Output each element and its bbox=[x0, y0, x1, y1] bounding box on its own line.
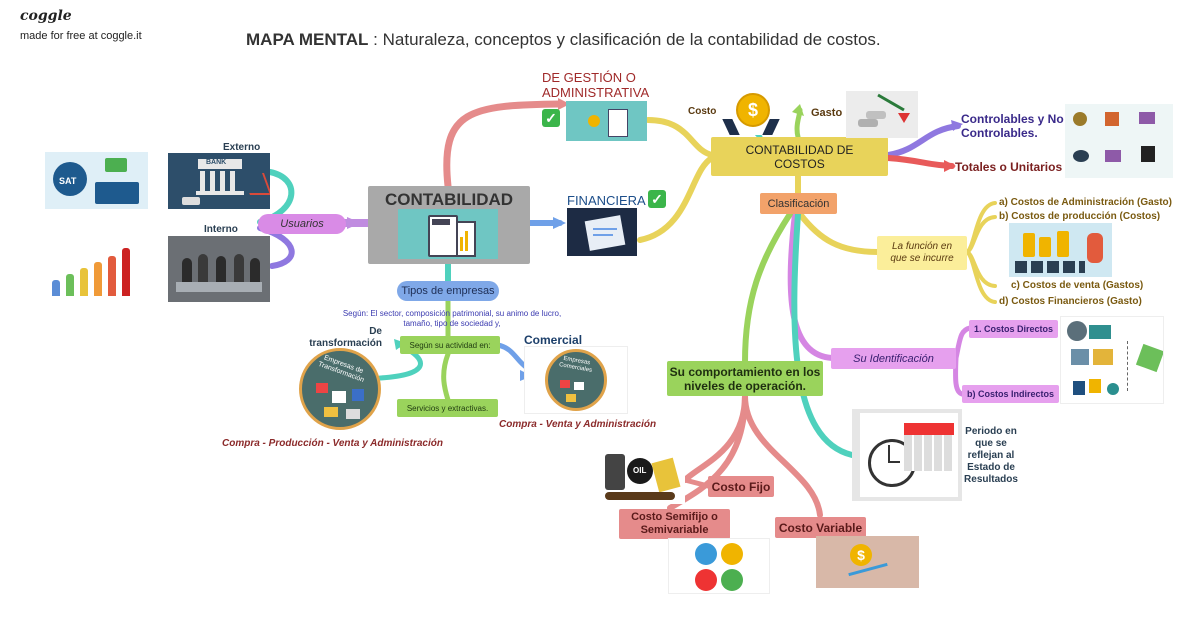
node-contabilidad-label: CONTABILIDAD bbox=[384, 190, 514, 209]
title-bold: MAPA MENTAL bbox=[246, 30, 369, 49]
node-segun-actividad[interactable]: Según su actividad en: bbox=[400, 336, 500, 354]
node-indirectos-label: b) Costos Indirectos bbox=[966, 389, 1054, 399]
identificacion-image bbox=[1060, 316, 1164, 404]
arrow-usuarios bbox=[347, 217, 361, 229]
node-usuarios[interactable]: Usuarios bbox=[258, 214, 346, 234]
node-costos-directos[interactable]: 1. Costos Directos bbox=[969, 320, 1058, 338]
link-comportamiento-variable bbox=[742, 393, 823, 518]
node-costo-semifijo-label: Costo Semifijo o Semivariable bbox=[631, 511, 718, 536]
label-totales[interactable]: Totales o Unitarios bbox=[955, 160, 1063, 174]
made-with-note[interactable]: made for free at coggle.it bbox=[20, 30, 142, 42]
growth-people-image bbox=[40, 242, 143, 296]
variable-image: $ bbox=[816, 536, 919, 588]
page-title: MAPA MENTAL : Naturaleza, conceptos y cl… bbox=[246, 30, 881, 50]
link-financiera-costos bbox=[637, 155, 715, 243]
node-directos-label: 1. Costos Directos bbox=[973, 324, 1054, 334]
label-periodo: Periodo en que se reflejan al Estado de … bbox=[964, 426, 1018, 485]
circle-transformacion-label: Empresas de Transformación bbox=[317, 354, 365, 384]
node-contabilidad-costos[interactable]: CONTABILIDAD DE COSTOS bbox=[711, 137, 888, 176]
link-clasificacion-comportamiento bbox=[742, 211, 793, 365]
node-tipos-empresas[interactable]: Tipos de empresas bbox=[397, 281, 499, 301]
node-segun-actividad-label: Según su actividad en: bbox=[409, 340, 491, 350]
label-gasto: Gasto bbox=[811, 107, 843, 119]
node-costo-variable-label: Costo Variable bbox=[778, 520, 863, 535]
badge-bank: BANK bbox=[206, 159, 227, 166]
sat-image: SAT bbox=[45, 152, 148, 209]
badge-sat: SAT bbox=[59, 176, 77, 186]
badge-oil: OIL bbox=[633, 466, 647, 475]
node-tipos-label: Tipos de empresas bbox=[401, 285, 495, 297]
node-clasificacion-label: Clasificación bbox=[767, 197, 830, 210]
node-servicios[interactable]: Servicios y extractivas. bbox=[397, 399, 498, 417]
node-identificacion-label: Su Identificación bbox=[853, 352, 934, 365]
check-icon-financiera: ✓ bbox=[648, 190, 666, 208]
coggle-logo[interactable]: coggle bbox=[20, 8, 72, 24]
node-costo-variable[interactable]: Costo Variable bbox=[775, 517, 866, 538]
label-externo: Externo bbox=[223, 142, 261, 153]
link-costos-totales bbox=[885, 155, 955, 169]
arrow-financiera bbox=[553, 217, 566, 229]
oil-image: OIL bbox=[595, 440, 685, 504]
link-actividad-servicios bbox=[441, 351, 451, 403]
func-item-3: d) Costos Financieros (Gasto) bbox=[999, 296, 1142, 307]
node-financiera-label[interactable]: FINANCIERA bbox=[567, 193, 646, 208]
label-compra-produccion: Compra - Producción - Venta y Administra… bbox=[222, 438, 443, 449]
meeting-image bbox=[168, 236, 270, 302]
func-item-2: c) Costos de venta (Gastos) bbox=[1011, 280, 1144, 291]
gasto-image bbox=[846, 91, 918, 138]
comercial-image-frame: Empresas Comerciales bbox=[524, 346, 628, 414]
gestion-image bbox=[566, 101, 647, 141]
title-rest: : Naturaleza, conceptos y clasificación … bbox=[368, 30, 881, 49]
node-usuarios-label: Usuarios bbox=[280, 218, 324, 230]
controlables-image bbox=[1065, 104, 1173, 178]
transformacion-image: Empresas de Transformación bbox=[299, 348, 381, 430]
link-fijo-imagen bbox=[682, 477, 711, 489]
node-gestion-label[interactable]: DE GESTIÓN O ADMINISTRATIVA bbox=[542, 70, 650, 100]
node-identificacion[interactable]: Su Identificación bbox=[831, 348, 956, 369]
coin-image: $ bbox=[720, 89, 782, 135]
node-funcion[interactable]: La función en que se incurre bbox=[877, 236, 967, 270]
node-costo-fijo-label: Costo Fijo bbox=[711, 479, 771, 494]
link-root-gestion bbox=[443, 100, 564, 190]
label-controlables[interactable]: Controlables y No Controlables. bbox=[961, 112, 1064, 140]
link-clasificacion-funcion bbox=[797, 211, 881, 255]
node-costo-fijo[interactable]: Costo Fijo bbox=[708, 476, 774, 497]
node-comportamiento-label: Su comportamiento en los niveles de oper… bbox=[669, 364, 821, 393]
node-contabilidad-costos-label: CONTABILIDAD DE COSTOS bbox=[745, 142, 854, 171]
produccion-image bbox=[1009, 223, 1112, 277]
arrow-gestion bbox=[558, 98, 570, 110]
bank-image: BANK bbox=[168, 153, 270, 209]
link-identificacion-directos bbox=[953, 325, 973, 361]
servicios-icons-image bbox=[668, 538, 770, 594]
func-item-1: b) Costos de producción (Costos) bbox=[999, 211, 1161, 222]
arrow-controlables bbox=[951, 120, 963, 131]
node-comportamiento[interactable]: Su comportamiento en los niveles de oper… bbox=[667, 361, 823, 396]
circle-comercial-label: Empresas Comerciales bbox=[558, 355, 593, 374]
node-contabilidad[interactable]: CONTABILIDAD bbox=[368, 186, 530, 264]
comercial-image: Empresas Comerciales bbox=[545, 349, 607, 411]
link-costos-controlables bbox=[885, 123, 961, 158]
financiera-image bbox=[567, 208, 637, 256]
label-comercial[interactable]: Comercial bbox=[524, 333, 583, 347]
label-costo: Costo bbox=[688, 106, 717, 117]
calendar-image bbox=[852, 409, 962, 501]
node-clasificacion[interactable]: Clasificación bbox=[760, 193, 837, 214]
segun-description: Según: El sector, composición patrimonia… bbox=[342, 309, 562, 328]
link-gestion-costos bbox=[645, 117, 715, 158]
arrow-gasto bbox=[792, 104, 804, 116]
arrow-totales bbox=[944, 160, 956, 172]
node-costo-semifijo[interactable]: Costo Semifijo o Semivariable bbox=[619, 509, 730, 539]
node-costos-indirectos[interactable]: b) Costos Indirectos bbox=[962, 385, 1059, 403]
label-de-transformacion[interactable]: De transformación bbox=[309, 326, 382, 349]
node-servicios-label: Servicios y extractivas. bbox=[406, 403, 489, 413]
label-compra-venta: Compra - Venta y Administración bbox=[499, 419, 657, 430]
func-item-0: a) Costos de Administración (Gasto) bbox=[999, 197, 1172, 208]
node-funcion-label: La función en que se incurre bbox=[890, 241, 954, 264]
label-interno: Interno bbox=[204, 224, 238, 235]
calculator-image bbox=[398, 209, 498, 259]
check-icon-gestion: ✓ bbox=[542, 109, 560, 127]
